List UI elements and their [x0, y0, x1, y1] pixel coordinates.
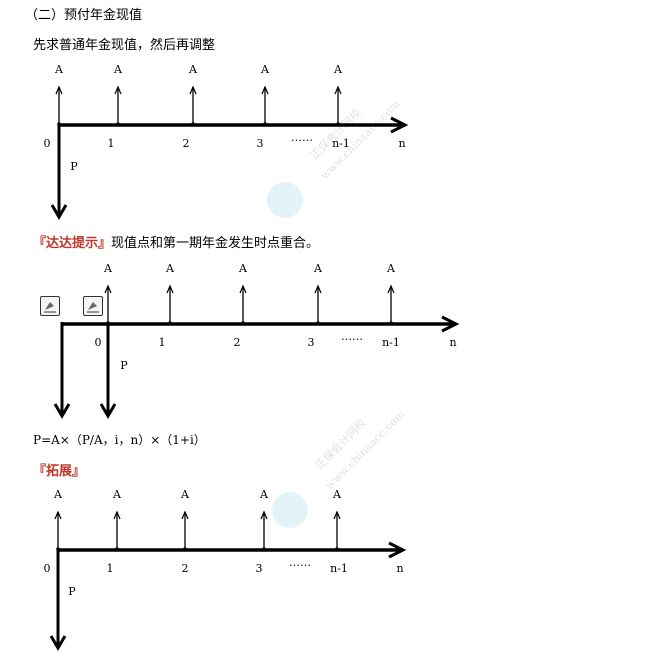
tick-dot [262, 547, 266, 551]
tick-dot [168, 321, 172, 325]
period-label: 1 [159, 336, 166, 349]
tick-dot [336, 122, 340, 126]
annuity-label: A [386, 262, 396, 275]
period-label: 3 [256, 562, 263, 575]
ellipsis: …… [291, 131, 313, 144]
tick-dot [316, 321, 320, 325]
annuity-label: A [165, 262, 175, 275]
period-label: 3 [308, 336, 315, 349]
tick-dot [389, 321, 393, 325]
annuity-label: A [53, 488, 63, 501]
period-label: 2 [234, 336, 241, 349]
arrow-head [314, 284, 322, 294]
annuity-label: A [112, 488, 122, 501]
ellipsis: …… [341, 330, 363, 343]
present-label: P [68, 585, 76, 598]
annuity-label: A [180, 488, 190, 501]
period-label: n-1 [332, 137, 350, 150]
annuity-label: A [313, 262, 323, 275]
period-label: n [449, 336, 456, 349]
arrow-head [114, 85, 122, 95]
tip-label: 『达达提示』 [33, 236, 112, 251]
tick-dot [115, 547, 119, 551]
tick-dot [263, 122, 267, 126]
period-label: n-1 [382, 336, 400, 349]
arrow-head [181, 510, 189, 520]
tip-text: 现值点和第一期年金发生时点重合。 [111, 236, 320, 251]
arrow-head [50, 204, 68, 220]
tick-dot [116, 122, 120, 126]
timeline-diagram-2: A A A A A P 0 1 2 3 n-1 n …… [53, 262, 460, 419]
arrow-head [261, 85, 269, 95]
axis-arrow-head [388, 541, 407, 559]
annuity-label: A [238, 262, 248, 275]
intro-text: 先求普通年金现值，然后再调整 [33, 38, 216, 53]
tick-dot [183, 547, 187, 551]
arrow-head [334, 85, 342, 95]
annuity-label: A [113, 63, 123, 76]
arrow-head [53, 403, 71, 419]
tick-dot [241, 321, 245, 325]
period-label: 0 [44, 137, 51, 150]
tip-line: 『达达提示』现值点和第一期年金发生时点重合。 [33, 236, 319, 252]
annuity-label: A [332, 488, 342, 501]
expand-label: 『拓展』 [33, 464, 86, 479]
arrow-head [166, 284, 174, 294]
period-label: 2 [182, 562, 189, 575]
pen-icon [40, 296, 60, 316]
annuity-label: A [188, 63, 198, 76]
annuity-label: A [103, 262, 113, 275]
annuity-label: A [260, 63, 270, 76]
axis-arrow-head [441, 315, 460, 333]
timeline-diagram-1: A A A A A P 0 1 2 3 n-1 n …… [44, 63, 409, 220]
annuity-label: A [54, 63, 64, 76]
tick-dot [191, 122, 195, 126]
arrow-head [239, 284, 247, 294]
period-label: 0 [95, 336, 102, 349]
present-label: P [120, 359, 128, 372]
axis-arrow-head [390, 116, 409, 134]
period-label: 2 [183, 137, 190, 150]
period-label: n [398, 137, 405, 150]
pen-icon [83, 296, 103, 316]
arrow-head [333, 510, 341, 520]
formula: P=A×（P/A，i，n）×（1+i） [33, 433, 206, 447]
annuity-label: A [333, 63, 343, 76]
period-label: n-1 [330, 562, 348, 575]
annuity-label: A [259, 488, 269, 501]
period-label: 1 [108, 137, 115, 150]
arrow-head [113, 510, 121, 520]
arrow-head [99, 403, 117, 419]
arrow-head [54, 510, 62, 520]
arrow-head [49, 635, 67, 651]
period-label: 3 [257, 137, 264, 150]
arrow-head [189, 85, 197, 95]
period-label: 1 [107, 562, 114, 575]
period-label: 0 [44, 562, 51, 575]
section-title: （二）预付年金现值 [25, 8, 143, 23]
tick-dot [335, 547, 339, 551]
arrow-head [387, 284, 395, 294]
period-label: n [396, 562, 403, 575]
ellipsis: …… [289, 556, 311, 569]
arrow-head [104, 284, 112, 294]
arrow-head [55, 85, 63, 95]
arrow-head [260, 510, 268, 520]
present-label: P [70, 160, 78, 173]
